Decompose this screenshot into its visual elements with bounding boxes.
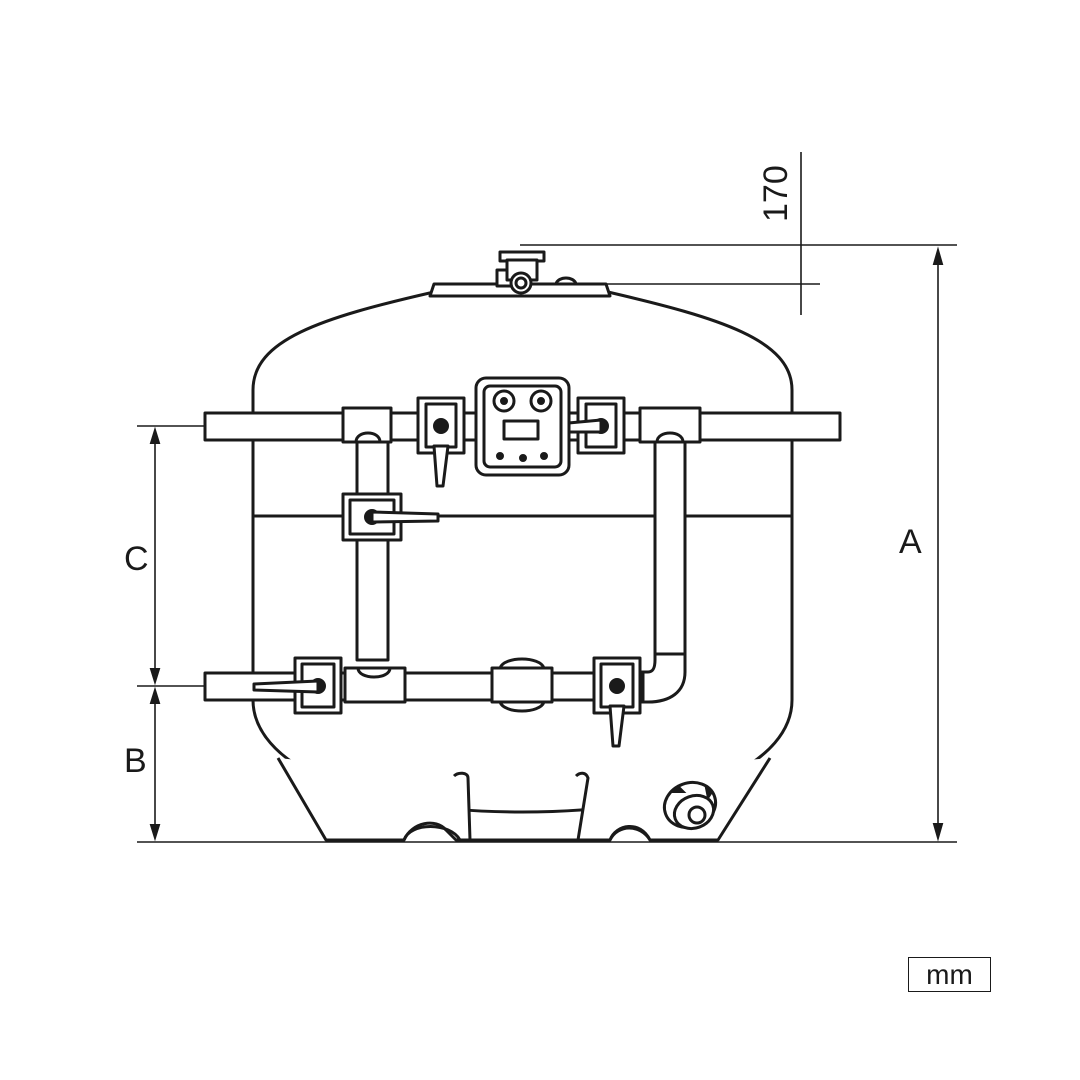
lower-pipe [203,657,645,713]
unit-label: mm [926,958,973,990]
dimension-label-c: C [124,540,149,578]
upper-left-ball-valve [416,396,466,488]
unit-label-box: mm [908,957,991,992]
middle-ball-valve [341,492,440,542]
tank-body [251,290,794,814]
drain-valve [662,780,718,831]
dimension-label-170: 170 [757,165,795,222]
lower-right-ball-valve [592,656,642,748]
pressure-gauge-panel [474,376,571,477]
lower-left-ball-valve [252,656,343,715]
air-release-valve [498,250,546,295]
dimension-label-a: A [899,523,922,561]
dimension-label-b: B [124,742,147,780]
left-riser-pipe [355,440,390,662]
